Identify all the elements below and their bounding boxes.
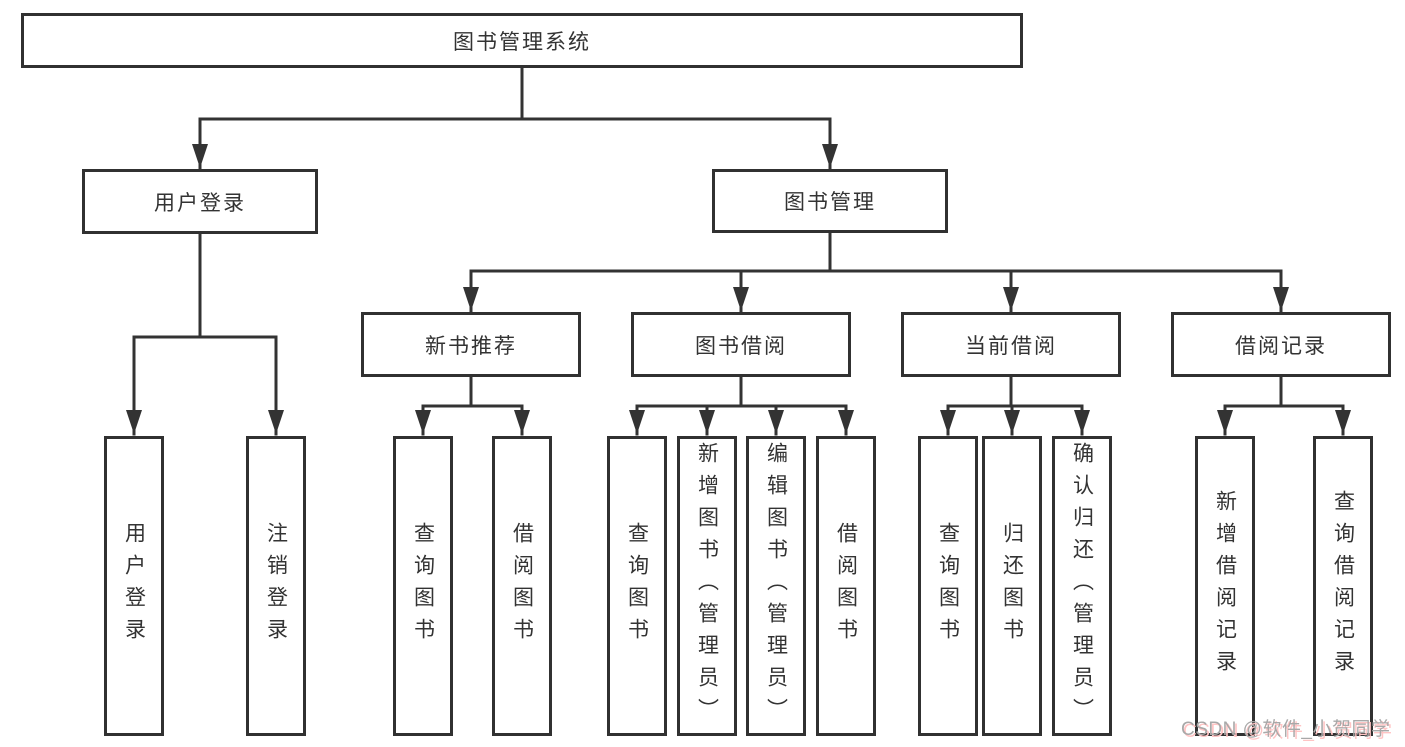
- leaf-add-books-admin: 新增图书（管理员）: [677, 436, 737, 736]
- leaf-borrow-books-recommend: 借阅图书: [492, 436, 552, 736]
- node-borrowing-records: 借阅记录: [1171, 312, 1391, 377]
- leaf-add-borrowing-record: 新增借阅记录: [1195, 436, 1255, 736]
- leaf-query-borrowing-record-label: 查询借阅记录: [1331, 490, 1355, 682]
- node-book-management-label: 图书管理: [784, 191, 876, 214]
- node-new-book-recommendation: 新书推荐: [361, 312, 581, 377]
- leaf-borrow-books-label: 借阅图书: [834, 522, 858, 650]
- node-user-login: 用户登录: [82, 169, 318, 234]
- leaf-query-books-recommend-label: 查询图书: [411, 522, 435, 650]
- leaf-query-books-recommend: 查询图书: [393, 436, 453, 736]
- node-book-borrowing-label: 图书借阅: [695, 334, 787, 358]
- node-book-management: 图书管理: [712, 169, 948, 233]
- leaf-return-books: 归还图书: [982, 436, 1042, 736]
- leaf-user-login: 用户登录: [104, 436, 164, 736]
- node-new-book-recommendation-label: 新书推荐: [425, 334, 517, 358]
- leaf-query-books-current-label: 查询图书: [936, 522, 960, 650]
- leaf-add-borrowing-record-label: 新增借阅记录: [1213, 490, 1237, 682]
- leaf-logout: 注销登录: [246, 436, 306, 736]
- leaf-edit-books-admin: 编辑图书（管理员）: [746, 436, 806, 736]
- node-user-login-label: 用户登录: [154, 191, 246, 215]
- node-library-management-system: 图书管理系统: [21, 13, 1023, 68]
- leaf-confirm-return-admin-label: 确认归还（管理员）: [1070, 442, 1094, 730]
- node-current-borrowing: 当前借阅: [901, 312, 1121, 377]
- leaf-edit-books-admin-label: 编辑图书（管理员）: [764, 442, 788, 730]
- leaf-logout-label: 注销登录: [264, 522, 288, 650]
- leaf-query-books-borrowing: 查询图书: [607, 436, 667, 736]
- leaf-query-books-borrowing-label: 查询图书: [625, 522, 649, 650]
- leaf-return-books-label: 归还图书: [1000, 522, 1024, 650]
- leaf-query-borrowing-record: 查询借阅记录: [1313, 436, 1373, 736]
- node-book-borrowing: 图书借阅: [631, 312, 851, 377]
- leaf-confirm-return-admin: 确认归还（管理员）: [1052, 436, 1112, 736]
- leaf-borrow-books: 借阅图书: [816, 436, 876, 736]
- leaf-add-books-admin-label: 新增图书（管理员）: [695, 442, 719, 730]
- node-current-borrowing-label: 当前借阅: [965, 334, 1057, 358]
- csdn-watermark: CSDN @软件_小贺同学: [1181, 719, 1391, 740]
- leaf-borrow-books-recommend-label: 借阅图书: [510, 522, 534, 650]
- node-library-management-system-label: 图书管理系统: [453, 30, 591, 54]
- leaf-user-login-label: 用户登录: [122, 522, 146, 650]
- leaf-query-books-current: 查询图书: [918, 436, 978, 736]
- node-borrowing-records-label: 借阅记录: [1235, 334, 1327, 358]
